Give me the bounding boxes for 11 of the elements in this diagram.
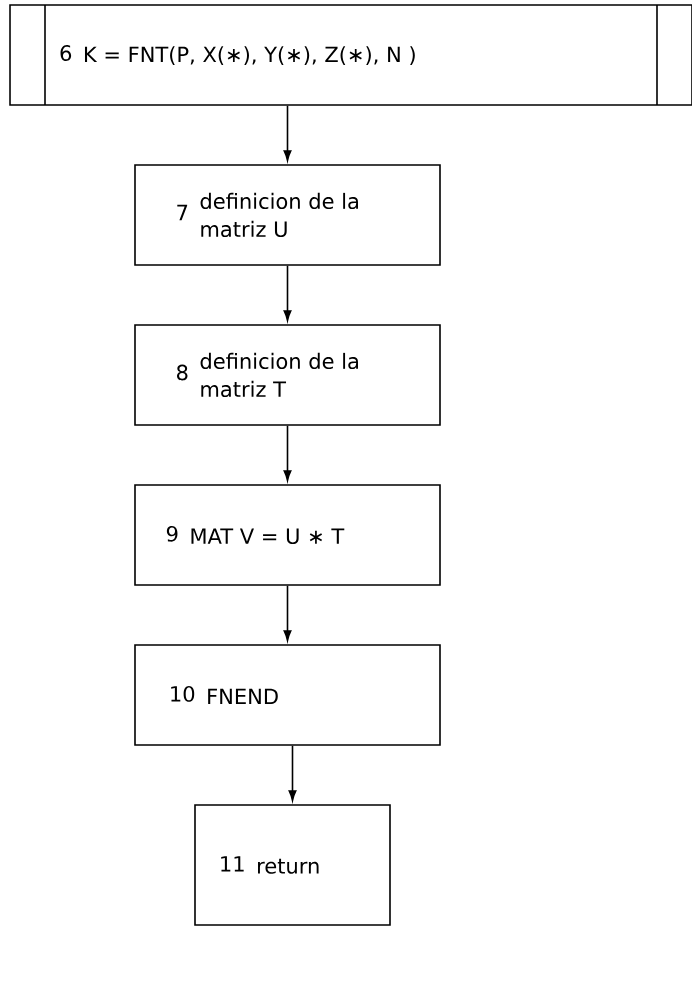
process-box: 11 return — [194, 804, 391, 926]
process-box: 9 MAT V = U ∗ T — [134, 484, 441, 586]
process-box: 10 FNEND — [134, 644, 441, 746]
arrow — [283, 425, 292, 482]
arrow — [283, 585, 292, 642]
process-box: 8 definicion de la matriz T — [134, 324, 441, 426]
process-box: 7 definicion de la matriz U — [134, 164, 441, 266]
arrow — [283, 105, 292, 162]
predefined-process-box: 6 K = FNT(P, X(∗), Y(∗), Z(∗), N ) — [9, 4, 692, 106]
arrow — [283, 265, 292, 322]
arrow — [288, 745, 297, 802]
